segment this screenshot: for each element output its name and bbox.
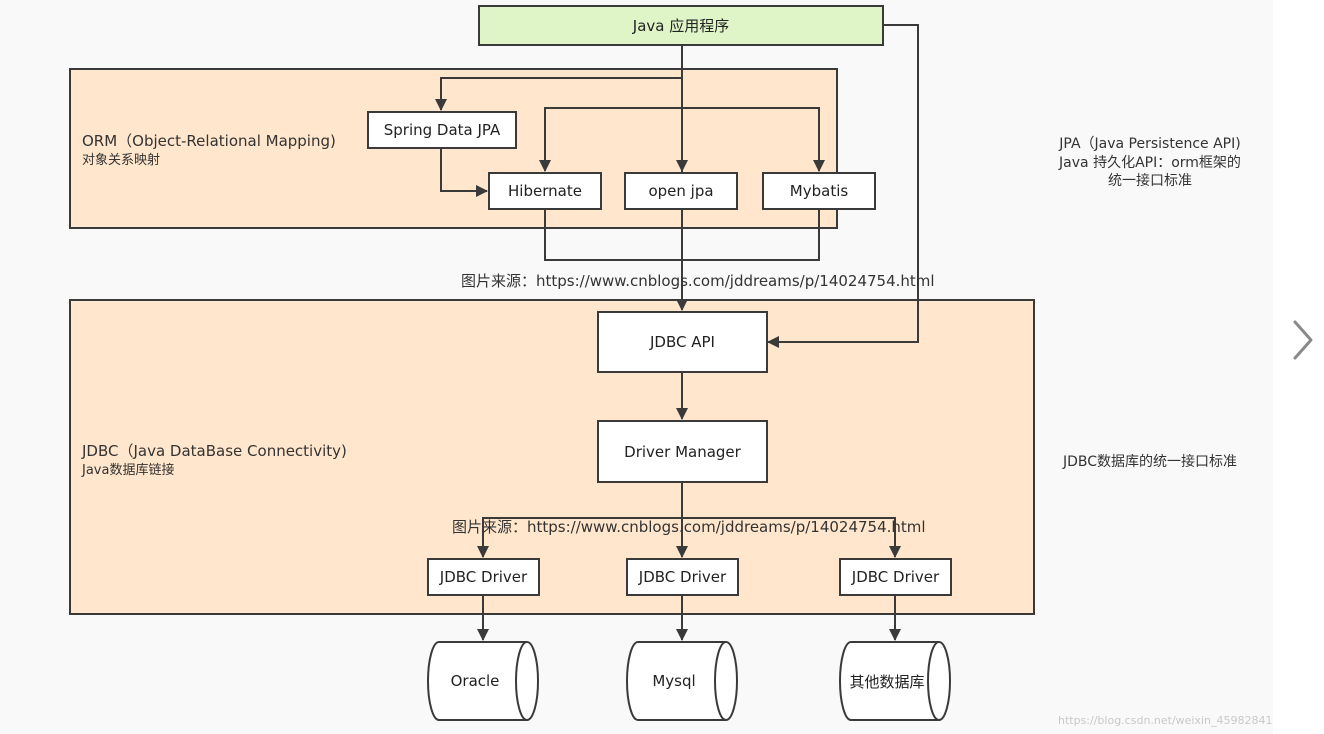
node-jdbc-driver-2: JDBC Driver xyxy=(626,558,739,596)
db-mysql-label: Mysql xyxy=(652,672,696,690)
jdbc-title: JDBC（Java DataBase Connectivity) xyxy=(82,442,347,460)
cylinder-mysql xyxy=(626,641,738,721)
edge-app-direct-to-jdbc-api xyxy=(767,24,919,348)
diagram-canvas: ORM（Object-Relational Mapping) 对象关系映射 JD… xyxy=(69,5,1241,721)
node-open-jpa: open jpa xyxy=(624,172,738,210)
db-other-label: 其他数据库 xyxy=(849,672,925,691)
edge-mybatis-to-jdbc xyxy=(682,209,820,261)
edge-app-to-mybatis xyxy=(682,107,825,172)
edge-app-to-spring-data-jpa xyxy=(435,77,682,111)
node-spring-data-jpa: Spring Data JPA xyxy=(367,111,517,149)
edge-dm-to-driver-left xyxy=(477,517,682,558)
node-jdbc-api: JDBC API xyxy=(597,311,768,373)
edge-hibernate-to-jdbc xyxy=(544,209,682,261)
chevron-right-icon-svg xyxy=(1293,320,1313,360)
cylinder-other-db xyxy=(839,641,951,721)
node-hibernate: Hibernate xyxy=(488,172,602,210)
node-driver-manager: Driver Manager xyxy=(597,420,768,483)
orm-subtitle: 对象关系映射 xyxy=(82,153,161,168)
source-caption-bottom: 图片来源：https://www.cnblogs.com/jddreams/p/… xyxy=(452,518,926,536)
connectors xyxy=(427,24,951,721)
node-java-app: Java 应用程序 xyxy=(478,5,884,46)
node-jdbc-driver-1: JDBC Driver xyxy=(427,558,540,596)
jpa-note-line3: 统一接口标准 xyxy=(1108,173,1192,189)
source-caption-top: 图片来源：https://www.cnblogs.com/jddreams/p/… xyxy=(461,272,935,290)
jdbc-subtitle: Java数据库链接 xyxy=(82,463,175,478)
orm-title: ORM（Object-Relational Mapping) xyxy=(82,132,336,150)
edge-spring-to-hibernate xyxy=(440,148,488,197)
watermark: https://blog.csdn.net/weixin_45982841 xyxy=(1058,714,1273,727)
jdbc-note: JDBC数据库的统一接口标准 xyxy=(1062,454,1238,470)
chevron-right-icon[interactable] xyxy=(1289,318,1317,362)
cylinder-oracle xyxy=(427,641,539,721)
jpa-note-line2: Java 持久化API：orm框架的 xyxy=(1059,155,1241,171)
db-oracle-label: Oracle xyxy=(450,672,500,690)
jpa-note-line1: JPA（Java Persistence API) xyxy=(1059,136,1241,152)
node-jdbc-driver-3: JDBC Driver xyxy=(839,558,952,596)
node-mybatis: Mybatis xyxy=(762,172,876,210)
edge-dm-to-driver-right xyxy=(682,517,901,558)
edge-app-to-hibernate xyxy=(539,107,682,172)
